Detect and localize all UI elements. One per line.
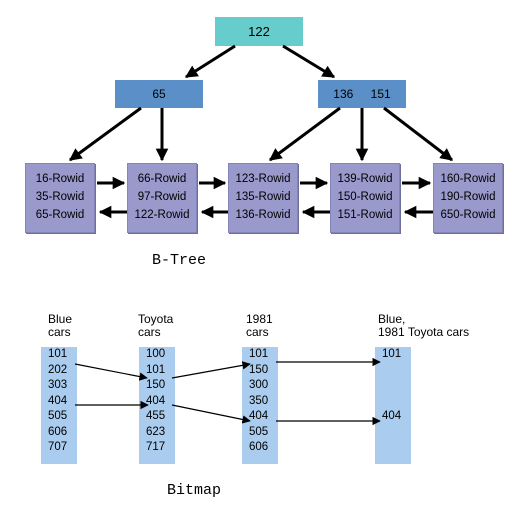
btree-leaf-node-3: 123-Rowid 135-Rowid 136-Rowid (228, 163, 298, 233)
bitmap-value: 717 (146, 441, 166, 453)
leaf-entry: 136-Rowid (235, 209, 291, 221)
bitmap-value: 202 (48, 363, 68, 376)
btree-branch-node-left: 65 (115, 80, 203, 108)
branch-key: 151 (370, 87, 391, 101)
leaf-entry: 122-Rowid (134, 209, 190, 221)
btree-leaf-node-1: 16-Rowid 35-Rowid 65-Rowid (25, 163, 95, 233)
btree-leaf-node-4: 139-Rowid 150-Rowid 151-Rowid (330, 163, 400, 233)
leaf-entry: 123-Rowid (235, 173, 291, 185)
bitmap-value: 404 (249, 410, 269, 422)
bitmap-value: 101 (249, 348, 269, 360)
bitmap-column-header-result: Blue,1981 Toyota cars (378, 312, 470, 339)
btree-leaf-node-2: 66-Rowid 97-Rowid 122-Rowid (127, 163, 197, 233)
leaf-entry: 139-Rowid (337, 173, 393, 185)
btree-caption: B-Tree (152, 252, 207, 269)
leaf-entry: 650-Rowid (440, 209, 496, 221)
tree-edge-arrow (184, 44, 236, 79)
leaf-entry: 16-Rowid (35, 173, 85, 185)
leaf-entry: 190-Rowid (440, 191, 496, 203)
bitmap-value: 404 (48, 394, 68, 407)
branch-key: 136 (333, 87, 354, 101)
tree-edge-arrow (282, 44, 336, 79)
bitmap-value: 101 (382, 348, 402, 360)
bitmap-value: 505 (249, 425, 269, 438)
bitmap-value: 100 (146, 348, 166, 360)
leaf-entry: 66-Rowid (137, 173, 187, 185)
bitmap-value: 150 (146, 379, 166, 391)
tree-edge-arrow (68, 106, 142, 162)
leaf-entry: 150-Rowid (337, 191, 393, 203)
btree-branch-node-right: 136 151 (318, 80, 406, 108)
bitmap-value: 707 (48, 441, 68, 453)
bitmap-value: 101 (146, 363, 166, 376)
bitmap-value: 404 (146, 394, 166, 407)
tree-edge-arrow (383, 106, 454, 162)
bitmap-value: 505 (48, 410, 68, 422)
bitmap-value: 300 (249, 379, 269, 391)
tree-edge-arrow (268, 106, 341, 162)
bitmap-value: 350 (249, 394, 269, 407)
bitmap-value: 606 (249, 441, 269, 453)
bitmap-match-arrow (171, 404, 251, 424)
leaf-entry: 35-Rowid (35, 191, 85, 203)
btree-leaf-node-5: 160-Rowid 190-Rowid 650-Rowid (433, 163, 503, 233)
bitmap-caption: Bitmap (167, 482, 222, 499)
bitmap-column-result: 101 404 (375, 347, 411, 464)
leaf-entry: 97-Rowid (137, 191, 187, 203)
bitmap-column-blue: 101 202 303 404 505 606 707 (41, 347, 77, 464)
bitmap-value: 606 (48, 425, 68, 438)
leaf-entry: 151-Rowid (337, 209, 393, 221)
leaf-entry: 160-Rowid (440, 173, 496, 185)
btree-root-node: 122 (215, 17, 303, 46)
bitmap-value: 303 (48, 379, 68, 391)
leaf-entry: 135-Rowid (235, 191, 291, 203)
bitmap-value: 455 (146, 410, 166, 422)
bitmap-value: 404 (382, 410, 402, 422)
leaf-entry: 65-Rowid (35, 209, 85, 221)
bitmap-value: 101 (48, 348, 68, 360)
bitmap-value: 150 (249, 363, 269, 376)
bitmap-value: 623 (146, 425, 166, 438)
bitmap-match-arrow (171, 361, 251, 379)
bitmap-match-arrow (74, 363, 148, 381)
